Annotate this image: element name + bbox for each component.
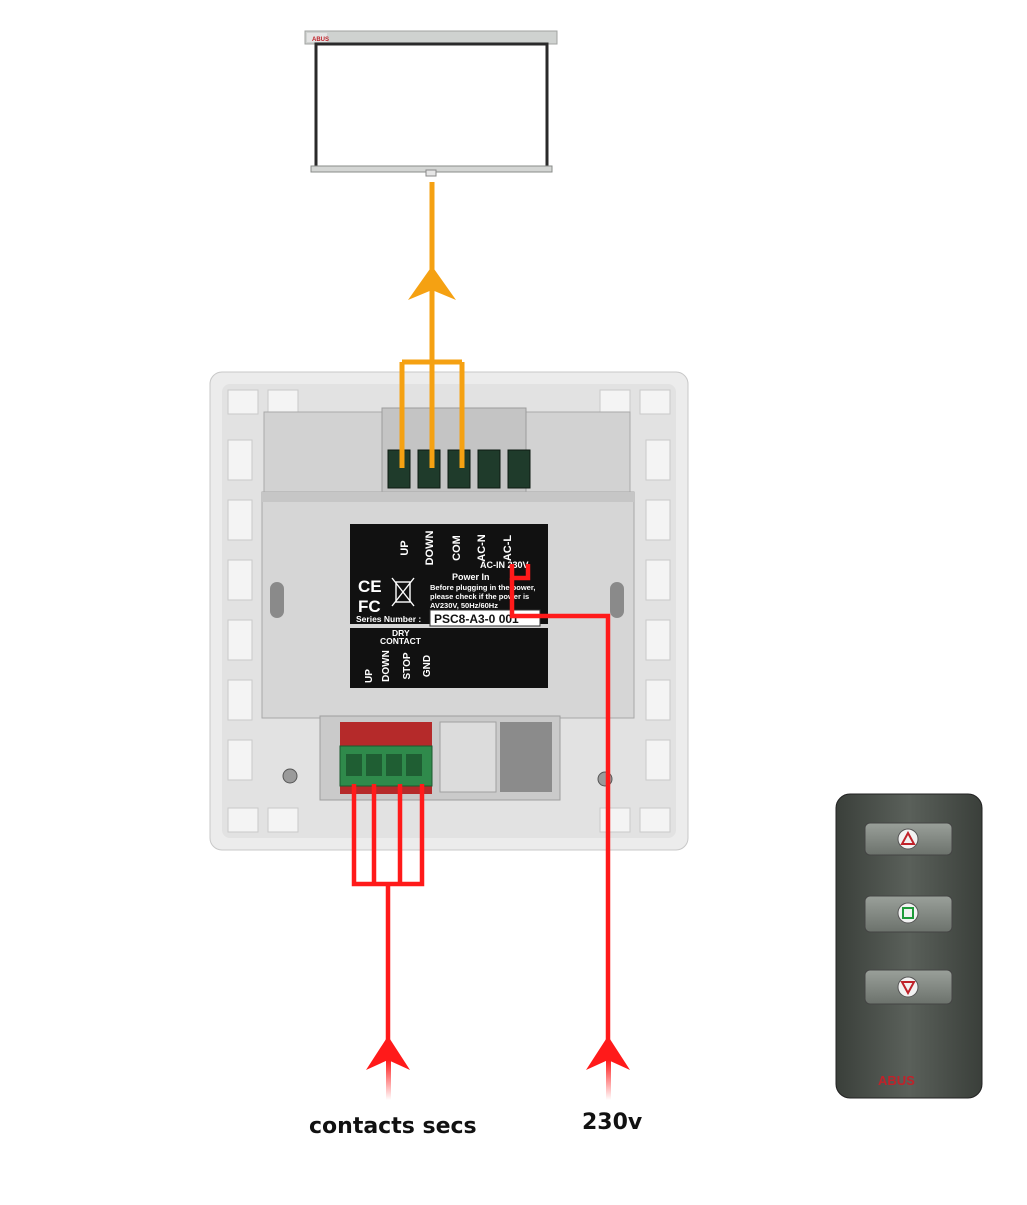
- terminal-label-ac-n: AC-N: [476, 534, 488, 562]
- dc-label-down: DOWN: [381, 650, 392, 682]
- dc-label-up: UP: [364, 669, 375, 683]
- caption-dry-contacts: contacts secs: [309, 1114, 477, 1139]
- series-number-label: Series Number :: [356, 614, 421, 624]
- power-note-line: please check if the power is: [430, 592, 529, 601]
- terminal-label-com: COM: [451, 535, 463, 561]
- power-note-line: Before plugging in the power,: [430, 583, 535, 592]
- contact-wires: [351, 784, 425, 1060]
- wall-controller: UP DOWN COM AC-N AC-L AC-IN 230V Power I…: [209, 371, 689, 851]
- fcc-mark-icon: FC: [358, 597, 381, 616]
- caption-230v: 230v: [582, 1110, 643, 1135]
- remote-stop-button: [864, 895, 953, 933]
- power-note-line: AV230V, 50Hz/60Hz: [430, 601, 498, 610]
- weee-bin-icon: [391, 577, 415, 607]
- down-triangle-icon: [900, 981, 916, 996]
- terminal-label-ac-l: AC-L: [502, 535, 514, 562]
- power-wires: [509, 564, 611, 1060]
- dry-contact-label: CONTACT: [380, 636, 422, 646]
- dc-label-stop: STOP: [402, 652, 413, 679]
- up-arrow-icon: [586, 1036, 630, 1070]
- screen-brand: ABUS: [312, 37, 329, 43]
- power-in-title: Power In: [452, 572, 490, 582]
- label-panel-top: UP DOWN COM AC-N AC-L AC-IN 230V Power I…: [350, 524, 548, 624]
- remote-brand-logo: ABUS: [878, 1073, 915, 1088]
- terminal-label-up: UP: [399, 540, 411, 555]
- series-number-value: PSC8-A3-0 001: [434, 612, 519, 626]
- up-arrow-icon: [408, 266, 456, 300]
- projector-screen: ABUS: [304, 30, 558, 177]
- ce-mark-icon: CE: [358, 577, 382, 596]
- dry-contact-label: DRY: [392, 628, 410, 638]
- up-triangle-icon: [900, 830, 916, 845]
- dc-label-gnd: GND: [422, 655, 433, 677]
- ac-in-label: AC-IN 230V: [480, 560, 529, 570]
- terminal-label-down: DOWN: [424, 531, 436, 566]
- remote-down-button: [864, 969, 953, 1005]
- label-panel-bottom: DRY CONTACT UP DOWN STOP GND: [350, 628, 548, 688]
- dry-contact-connector: [339, 745, 433, 787]
- up-arrow-icon: [366, 1036, 410, 1070]
- remote-up-button: [864, 822, 953, 856]
- terminal-block-top: [387, 449, 531, 489]
- stop-square-icon: [902, 907, 914, 919]
- remote-control: ABUS: [835, 793, 983, 1099]
